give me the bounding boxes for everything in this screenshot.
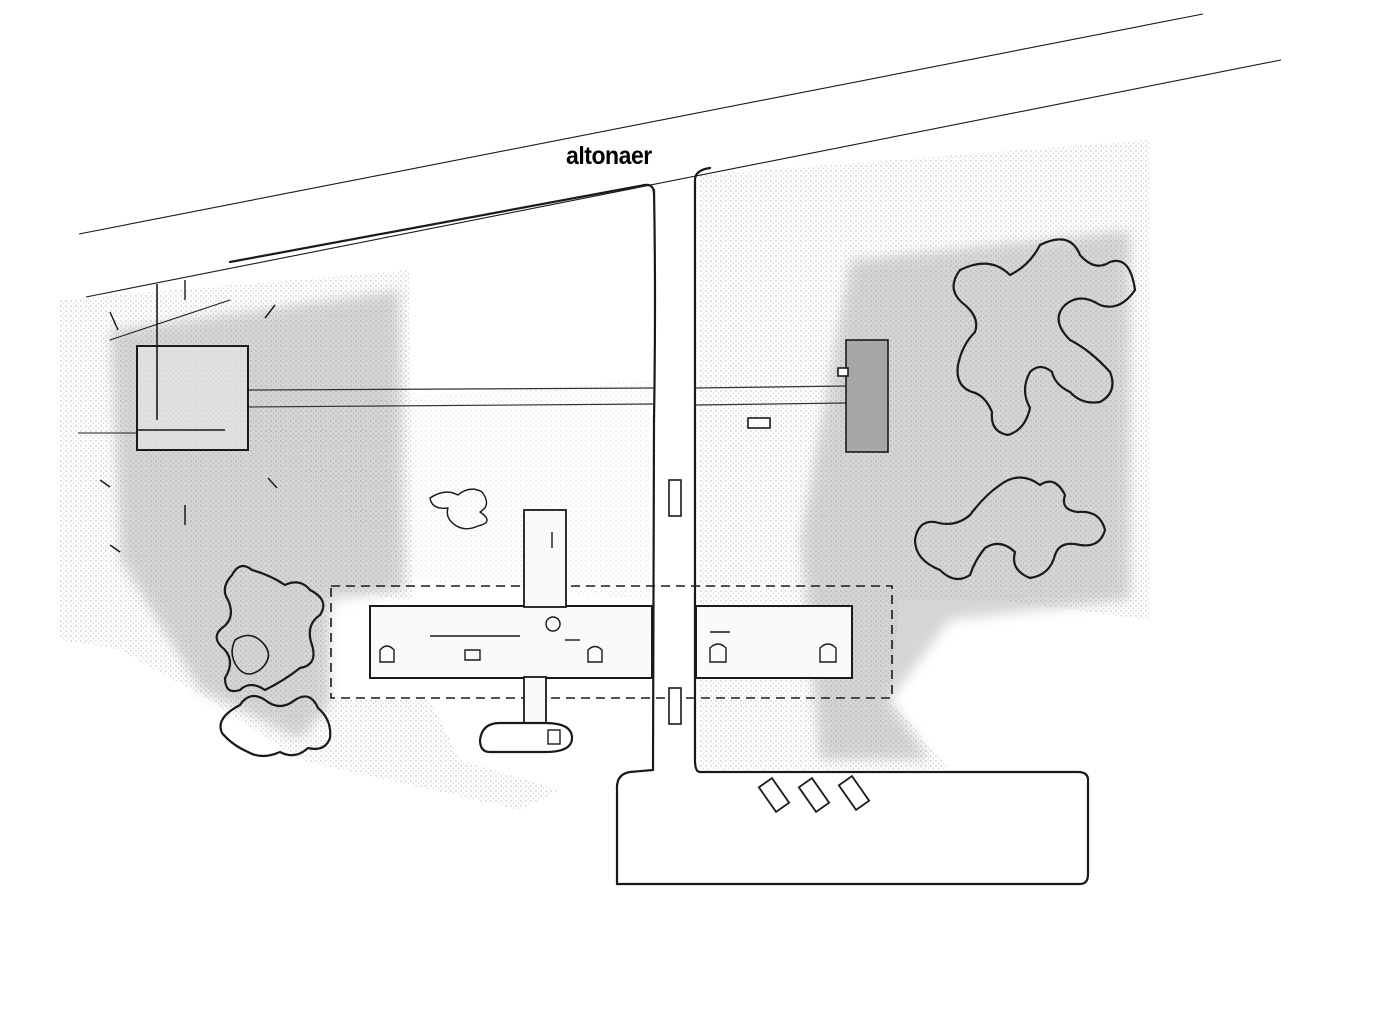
site-boundaries <box>109 166 1090 886</box>
annex-building <box>747 339 889 453</box>
street-lines <box>78 13 1282 298</box>
main-building <box>330 509 893 754</box>
tree-outlines <box>215 238 1137 758</box>
street-name-label: altonaer <box>566 142 652 170</box>
parked-cars <box>757 774 871 814</box>
access-path <box>247 385 847 408</box>
existing-building <box>78 280 278 553</box>
road-crossings <box>668 479 682 725</box>
